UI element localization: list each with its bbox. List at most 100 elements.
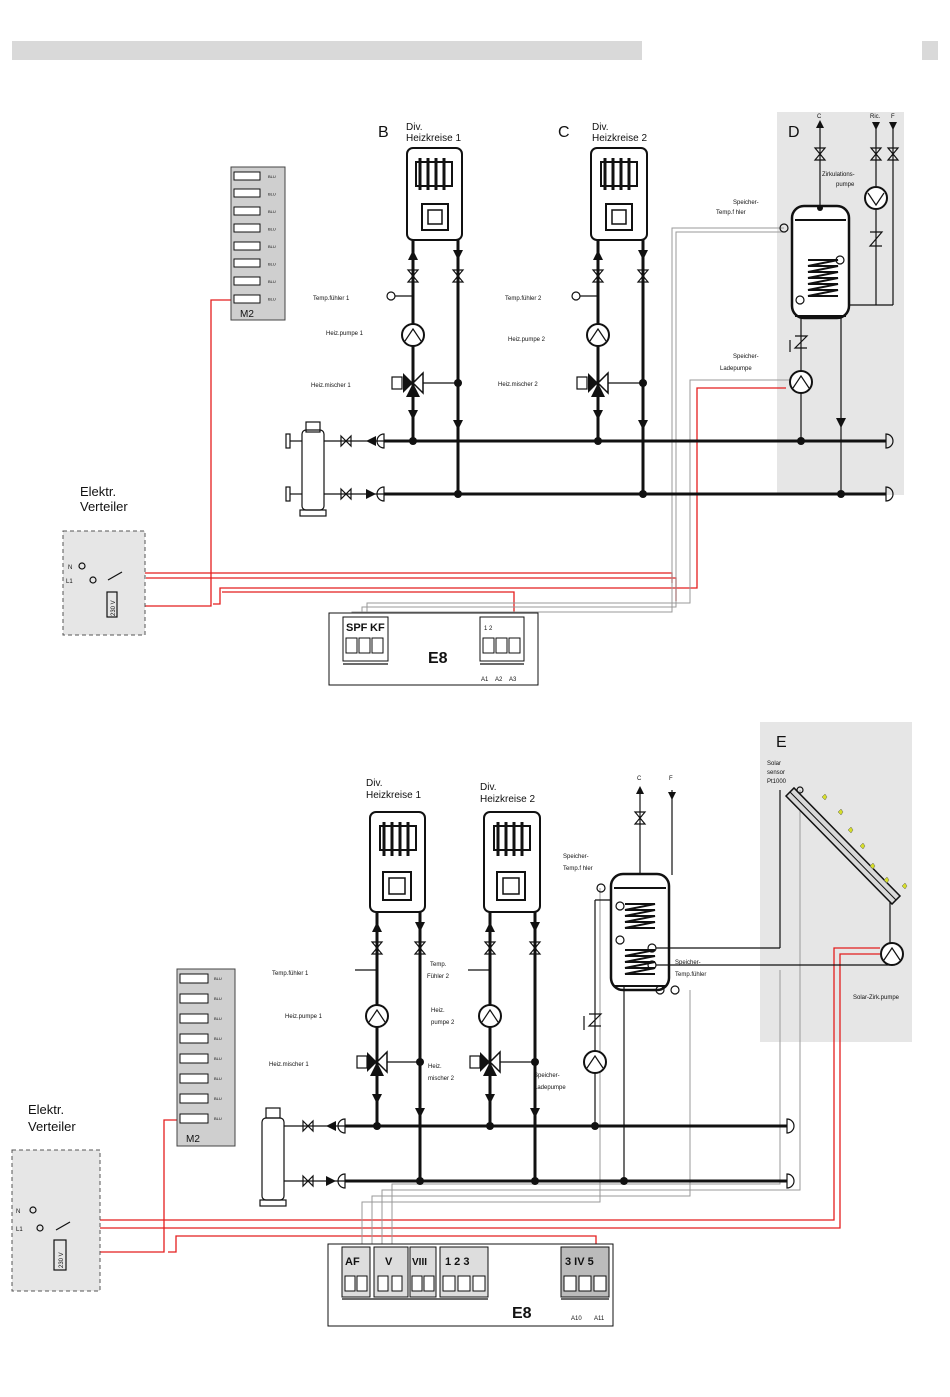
circ-pump-label-1: Zirkulations-	[822, 172, 855, 178]
b-mixer-1-label: Heiz.mischer 1	[269, 1062, 309, 1068]
m2-terminal-label: BLU	[214, 1076, 222, 1081]
top-heating-circuit-b	[386, 147, 465, 494]
m2-terminal-label: BLU	[214, 1096, 222, 1101]
b-port-c: C	[637, 776, 642, 782]
b-load-pump-label-2: Ladepumpe	[534, 1085, 566, 1091]
b-hk1-title-1: Div.	[366, 778, 382, 789]
header-tab	[922, 41, 938, 60]
section-d-port-ric: Ric.	[870, 114, 881, 120]
b-sensor-2-label-1: Temp.	[430, 962, 447, 968]
section-d-letter: D	[788, 124, 800, 141]
section-b-letter: B	[378, 124, 389, 141]
b-e8-term-af: AF	[345, 1256, 360, 1268]
b-e8-term-v: V	[385, 1256, 393, 1268]
b-distributor-label-2: Verteiler	[28, 1119, 76, 1134]
section-c-title-2: Heizkreise 2	[592, 133, 647, 144]
section-e-letter: E	[776, 734, 787, 751]
m2-terminal-label: BLU	[214, 1056, 222, 1061]
bottom-m2-terminal-labels: BLU BLU BLU BLU BLU BLU BLU BLU	[214, 976, 222, 1121]
bottom-solar-collector	[656, 786, 908, 966]
header-bar	[12, 41, 642, 60]
b-l1-label: L1	[16, 1227, 23, 1233]
bottom-heating-circuit-2	[468, 811, 542, 1181]
n-label: N	[68, 565, 72, 571]
e8-label: E8	[428, 650, 448, 667]
solar-sensor-label-1: Solar	[767, 761, 781, 767]
b-tank-sensor-top-2: Temp.f hler	[563, 866, 593, 872]
bottom-heating-circuit-1	[355, 811, 427, 1181]
m2-terminal-label: BLU	[214, 976, 222, 981]
mixer-2-label: Heiz.mischer 2	[498, 382, 538, 388]
b-n-label: N	[16, 1209, 20, 1215]
b-load-pump-label-1: Speicher-	[534, 1073, 560, 1079]
section-d-port-f: F	[891, 114, 895, 120]
b-voltage-label: 230 V	[59, 1252, 65, 1268]
b-mixer-2-label-2: mischer 2	[428, 1076, 455, 1082]
top-controller-e8	[328, 612, 539, 686]
b-hk1-title-2: Heizkreise 1	[366, 790, 421, 801]
bottom-module-m2	[176, 968, 236, 1147]
b-e8-term-3iv5: 3 IV 5	[565, 1256, 594, 1268]
b-pump-1-label: Heiz.pumpe 1	[285, 1014, 323, 1020]
bottom-manifold	[259, 1107, 795, 1207]
bottom-electrical-distributor	[11, 1149, 101, 1292]
b-sensor-1-label: Temp.fühler 1	[272, 971, 309, 977]
b-e8-term-123: 1 2 3	[445, 1256, 469, 1268]
module-m2-label: M2	[240, 309, 254, 320]
e8-term-spf: SPF	[346, 622, 368, 634]
top-manifold	[285, 421, 894, 517]
section-d-port-c: C	[817, 114, 822, 120]
bottom-wiring	[36, 790, 880, 1281]
b-tank-sensor-right-1: Speicher-	[675, 960, 701, 966]
b-pump-2-label-2: pumpe 2	[431, 1020, 455, 1026]
m2-terminal-label: BLU	[268, 297, 276, 302]
voltage-label: 230 V	[111, 600, 117, 616]
m2-terminal-label: BLU	[268, 174, 276, 179]
bottom-storage-tank	[583, 786, 680, 1181]
m2-terminal-label: BLU	[268, 209, 276, 214]
section-b-title-1: Div.	[406, 122, 422, 133]
m2-terminal-label: BLU	[268, 279, 276, 284]
e8-a2: A2	[495, 677, 503, 683]
solar-sensor-label-3: Pt1000	[767, 779, 787, 785]
top-wiring	[86, 227, 790, 630]
m2-terminal-label: BLU	[214, 1016, 222, 1021]
m2-terminal-label: BLU	[268, 244, 276, 249]
b-e8-a10: A10	[571, 1316, 582, 1322]
b-tank-sensor-top-1: Speicher-	[563, 854, 589, 860]
circ-pump-label-2: pumpe	[836, 182, 855, 188]
e8-a1: A1	[481, 677, 489, 683]
top-module-m2	[230, 166, 286, 321]
b-e8-label: E8	[512, 1305, 532, 1322]
b-distributor-label-1: Elektr.	[28, 1102, 64, 1117]
pump-2-label: Heiz.pumpe 2	[508, 337, 546, 343]
b-hk2-title-1: Div.	[480, 782, 496, 793]
tank-sensor-label-1: Speicher-	[733, 200, 759, 206]
b-mixer-2-label-1: Heiz.	[428, 1064, 442, 1070]
pump-1-label: Heiz.pumpe 1	[326, 331, 364, 337]
section-c-title-1: Div.	[592, 122, 608, 133]
m2-terminal-label: BLU	[268, 262, 276, 267]
mixer-1-label: Heiz.mischer 1	[311, 383, 351, 389]
m2-terminal-label: BLU	[214, 996, 222, 1001]
m2-terminal-label: BLU	[268, 192, 276, 197]
section-c-letter: C	[558, 124, 570, 141]
load-pump-label-2: Ladepumpe	[720, 366, 752, 372]
m2-terminal-label: BLU	[214, 1116, 222, 1121]
l1-label: L1	[66, 579, 73, 585]
e8-term-12: 1 2	[484, 626, 493, 632]
m2-terminal-label: BLU	[268, 227, 276, 232]
sensor-2-label: Temp.fühler 2	[505, 296, 542, 302]
solar-pump-label: Solar-Zirk.pumpe	[853, 995, 900, 1001]
b-module-m2-label: M2	[186, 1134, 200, 1145]
top-storage-tank-d	[779, 120, 900, 494]
b-port-f: F	[669, 776, 673, 782]
load-pump-label-1: Speicher-	[733, 354, 759, 360]
solar-sensor-label-2: sensor	[767, 770, 785, 776]
section-b-title-2: Heizkreise 1	[406, 133, 461, 144]
e8-a3: A3	[509, 677, 517, 683]
top-m2-terminal-labels: BLU BLU BLU BLU BLU BLU BLU BLU	[268, 174, 276, 302]
b-hk2-title-2: Heizkreise 2	[480, 794, 535, 805]
m2-terminal-label: BLU	[214, 1036, 222, 1041]
